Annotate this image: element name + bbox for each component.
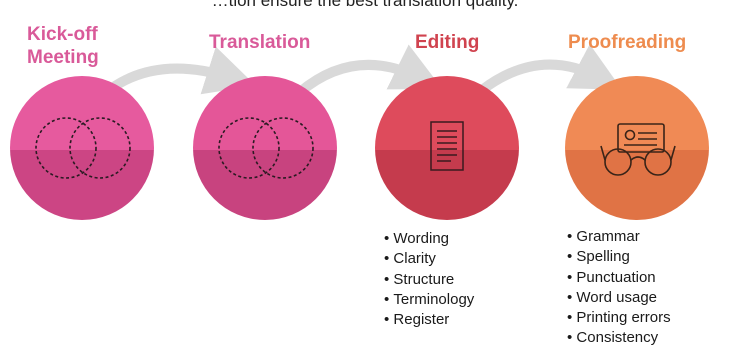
document-icon bbox=[430, 121, 464, 171]
list-item: Printing errors bbox=[567, 308, 670, 328]
arrow-kickoff-to-translation bbox=[107, 46, 256, 95]
label-proofreading-text: Proofreading bbox=[568, 32, 687, 53]
label-proofreading: Proofreading bbox=[568, 31, 686, 54]
list-item: Grammar bbox=[567, 227, 671, 247]
list-item: Spelling bbox=[567, 247, 671, 267]
kickoff-circle bbox=[10, 76, 154, 220]
rings-icon bbox=[218, 117, 314, 179]
label-editing-text: Editing bbox=[415, 32, 480, 53]
label-translation: Translation bbox=[209, 31, 310, 54]
label-kickoff-line2: Meeting bbox=[27, 47, 99, 68]
list-item: Word usage bbox=[567, 288, 671, 308]
editing-circle bbox=[375, 76, 519, 220]
arrow-editing-to-proofreading bbox=[477, 44, 623, 95]
arrow-translation-to-editing bbox=[295, 44, 443, 97]
translation-circle bbox=[193, 76, 337, 220]
label-kickoff-line1: Kick-off bbox=[27, 24, 98, 45]
rings-icon bbox=[35, 117, 131, 179]
label-translation-text: Translation bbox=[209, 32, 311, 53]
glasses-icon bbox=[600, 123, 676, 176]
label-kickoff-meeting: Kick-off Meeting bbox=[27, 23, 99, 69]
list-item: Punctuation bbox=[567, 268, 671, 288]
proofreading-bullet-list: Grammar Spelling Punctuation Word usage … bbox=[567, 227, 671, 349]
list-item: Structure bbox=[384, 270, 474, 290]
list-item: Clarity bbox=[384, 249, 474, 269]
list-item: Wording bbox=[384, 229, 474, 249]
intro-text: …tion ensure the best translation qualit… bbox=[211, 0, 519, 10]
list-item: Register bbox=[384, 310, 474, 330]
proofreading-circle bbox=[565, 76, 709, 220]
list-item: Consistency bbox=[567, 328, 671, 348]
editing-bullet-list: Wording Clarity Structure Terminology Re… bbox=[384, 229, 474, 330]
list-item: Terminology bbox=[384, 290, 474, 310]
label-editing: Editing bbox=[415, 31, 479, 54]
